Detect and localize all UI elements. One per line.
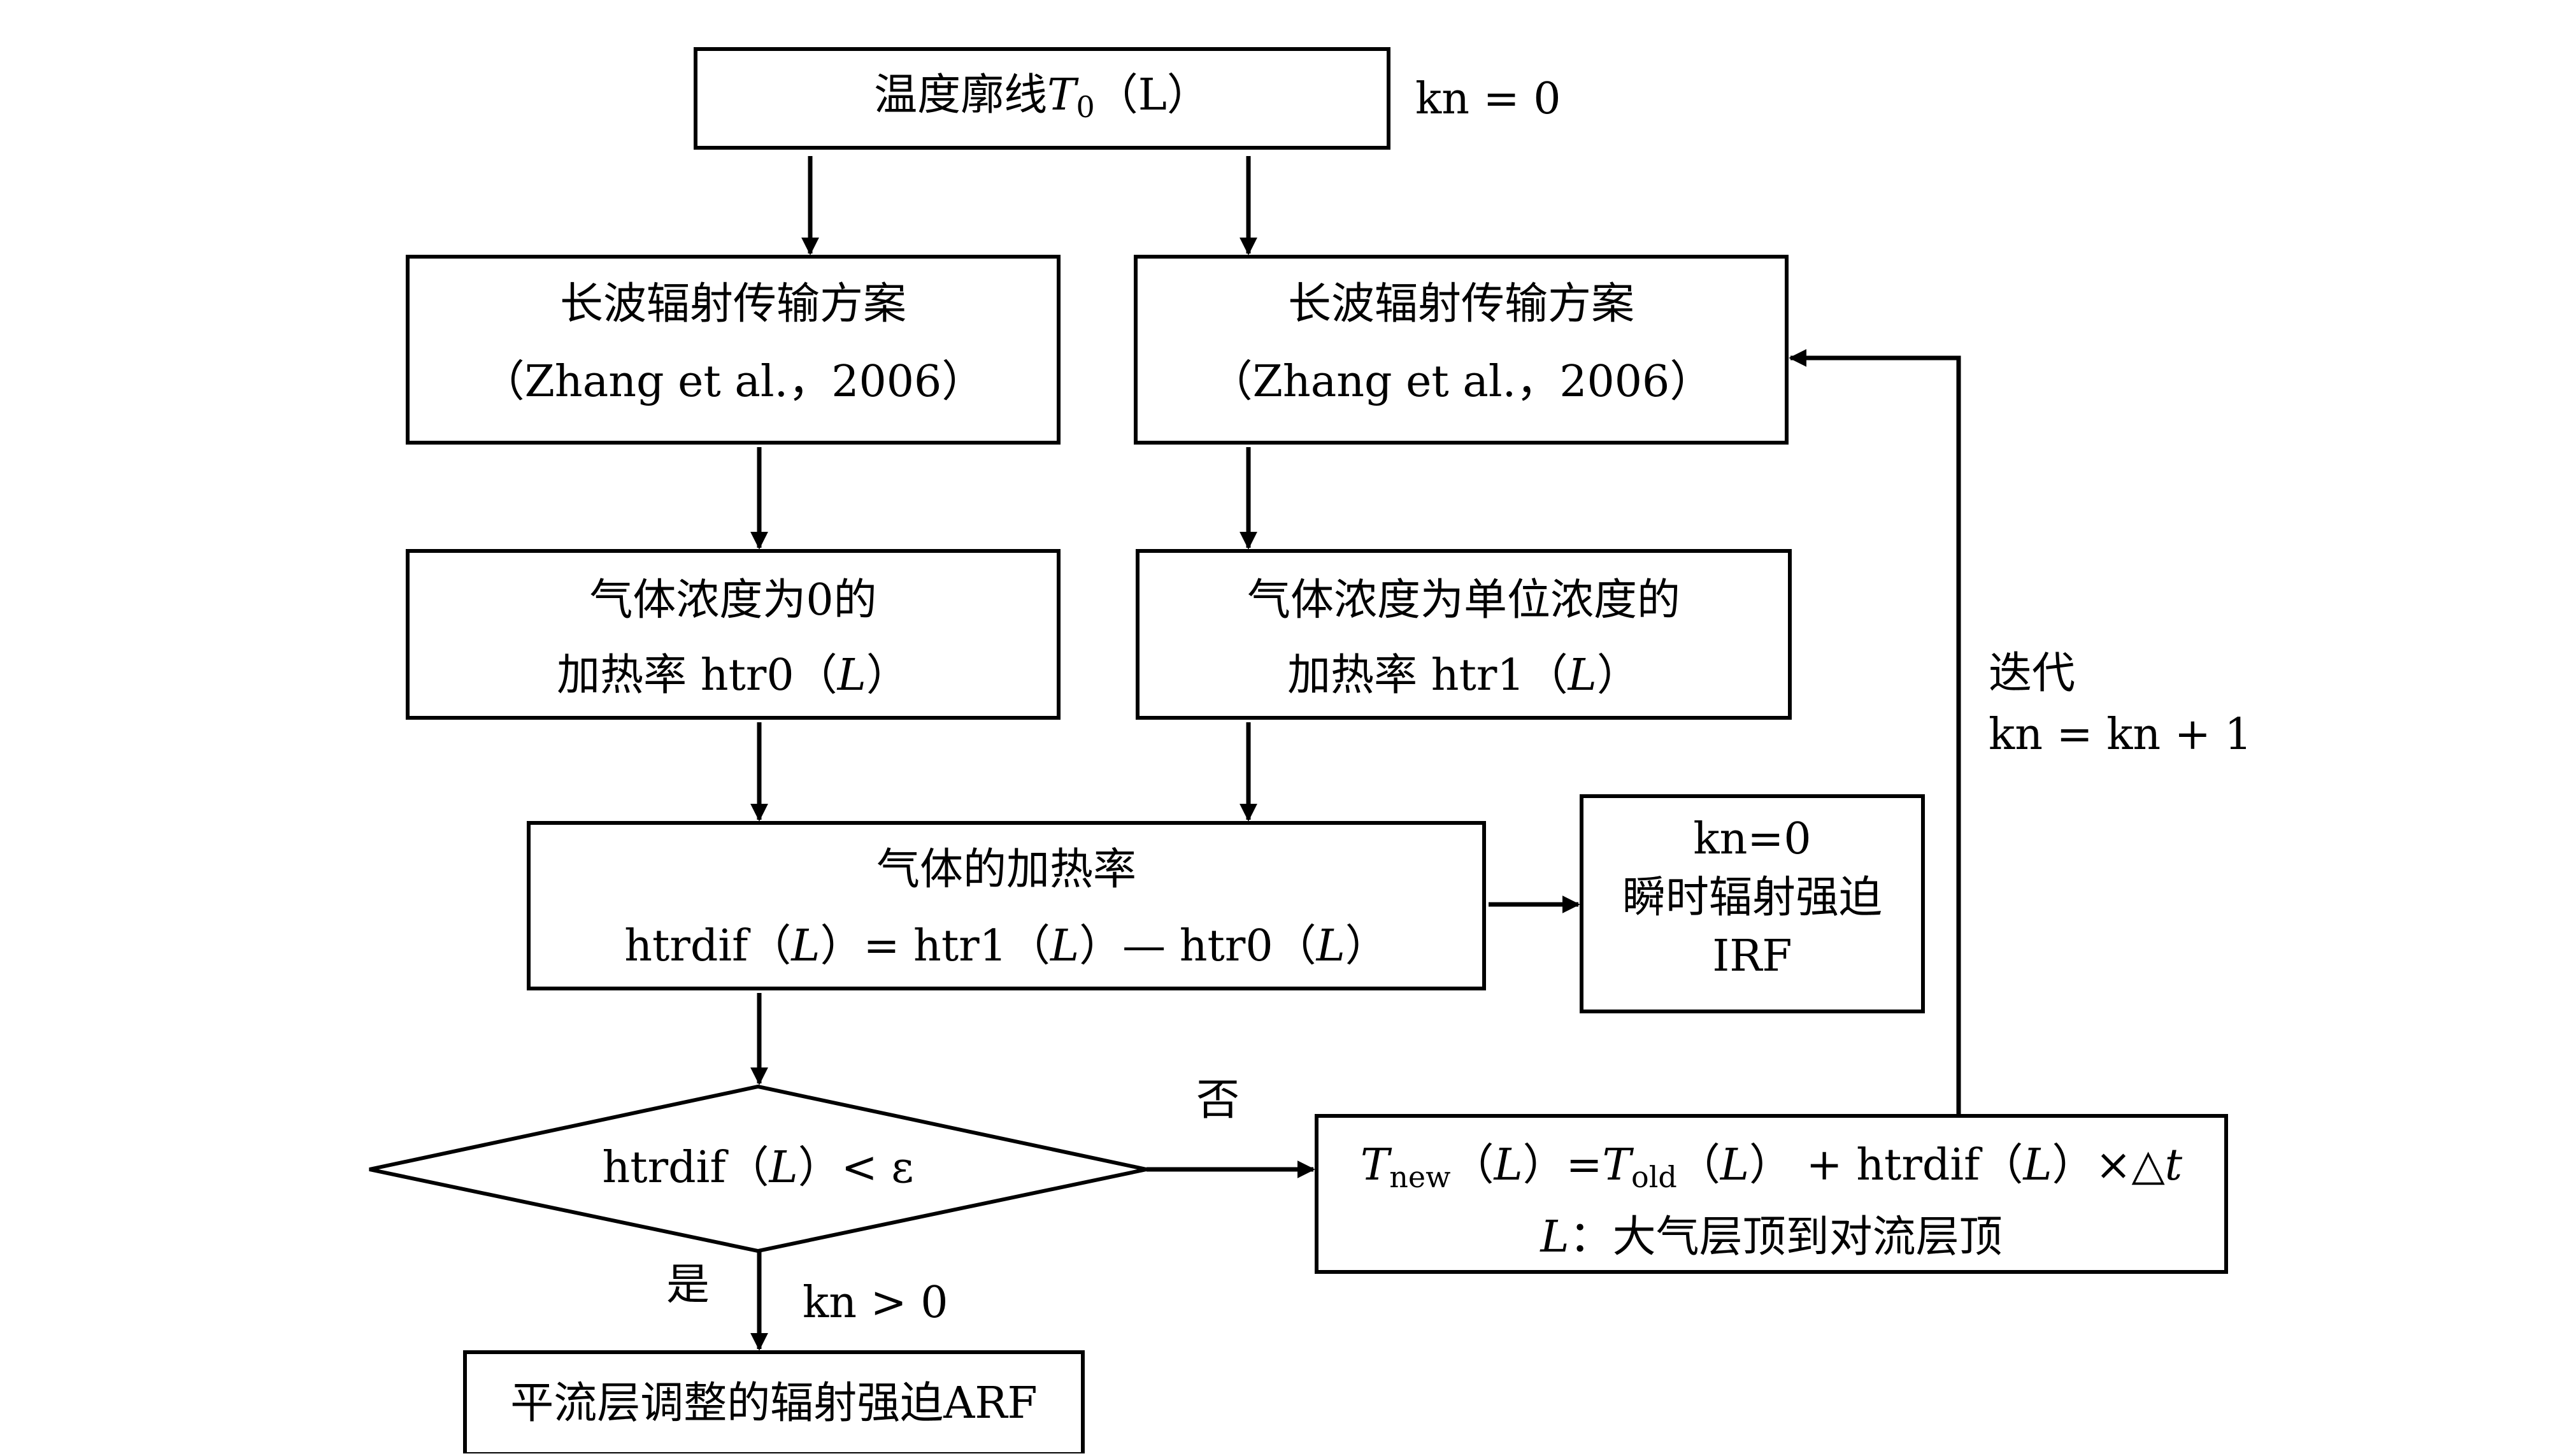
- gas-heating-rate-box: [527, 821, 1486, 990]
- heating-rate-zero-box: [406, 549, 1061, 720]
- decision-condition: htrdif（L）< ε: [602, 1143, 913, 1193]
- longwave-scheme-left-title: 长波辐射传输方案: [560, 279, 906, 329]
- longwave-scheme-right-box: [1134, 255, 1789, 445]
- gas-heating-rate-formula: htrdif（L）= htr1（L）— htr0（L）: [624, 921, 1389, 971]
- heating-rate-zero-formula: 加热率 htr0（L）: [557, 650, 910, 701]
- heating-rate-unit-box: [1136, 549, 1792, 720]
- irf-abbrev: IRF: [1712, 931, 1792, 981]
- temperature-update-box: [1315, 1114, 2228, 1274]
- decision-yes-label: 是: [666, 1260, 710, 1310]
- irf-title: 瞬时辐射强迫: [1622, 873, 1882, 923]
- longwave-scheme-left-box: [406, 255, 1061, 445]
- iteration-label: 迭代: [1989, 648, 2075, 699]
- decision-no-label: 否: [1196, 1075, 1240, 1125]
- heating-rate-unit-title: 气体浓度为单位浓度的: [1247, 575, 1680, 625]
- longwave-scheme-right-title: 长波辐射传输方案: [1288, 279, 1634, 329]
- temperature-update-formula: Tnew（L）=Told（L） + htrdif（L）×△t: [1361, 1140, 2183, 1194]
- arrow-iteration-loop: [1789, 349, 1961, 1116]
- longwave-scheme-left-citation: （Zhang et al.，2006）: [482, 357, 985, 407]
- gas-heating-rate-title: 气体的加热率: [876, 845, 1136, 895]
- irf-kn-label: kn=0: [1693, 814, 1811, 864]
- temp-profile-box: [694, 47, 1390, 150]
- temperature-update-range: L：大气层顶到对流层顶: [1539, 1212, 2002, 1262]
- heating-rate-zero-title: 气体浓度为0的: [589, 575, 876, 625]
- arf-label: 平流层调整的辐射强迫ARF: [510, 1378, 1038, 1429]
- heating-rate-unit-formula: 加热率 htr1（L）: [1287, 650, 1640, 701]
- longwave-scheme-right-citation: （Zhang et al.，2006）: [1210, 357, 1713, 407]
- kn-zero-start-label: kn = 0: [1415, 74, 1561, 124]
- irf-box: [1580, 794, 1925, 1013]
- iteration-counter-label: kn = kn + 1: [1989, 710, 2252, 760]
- kn-greater-zero-label: kn > 0: [803, 1278, 948, 1328]
- temp-profile-label: 温度廓线T0（L）: [874, 70, 1210, 124]
